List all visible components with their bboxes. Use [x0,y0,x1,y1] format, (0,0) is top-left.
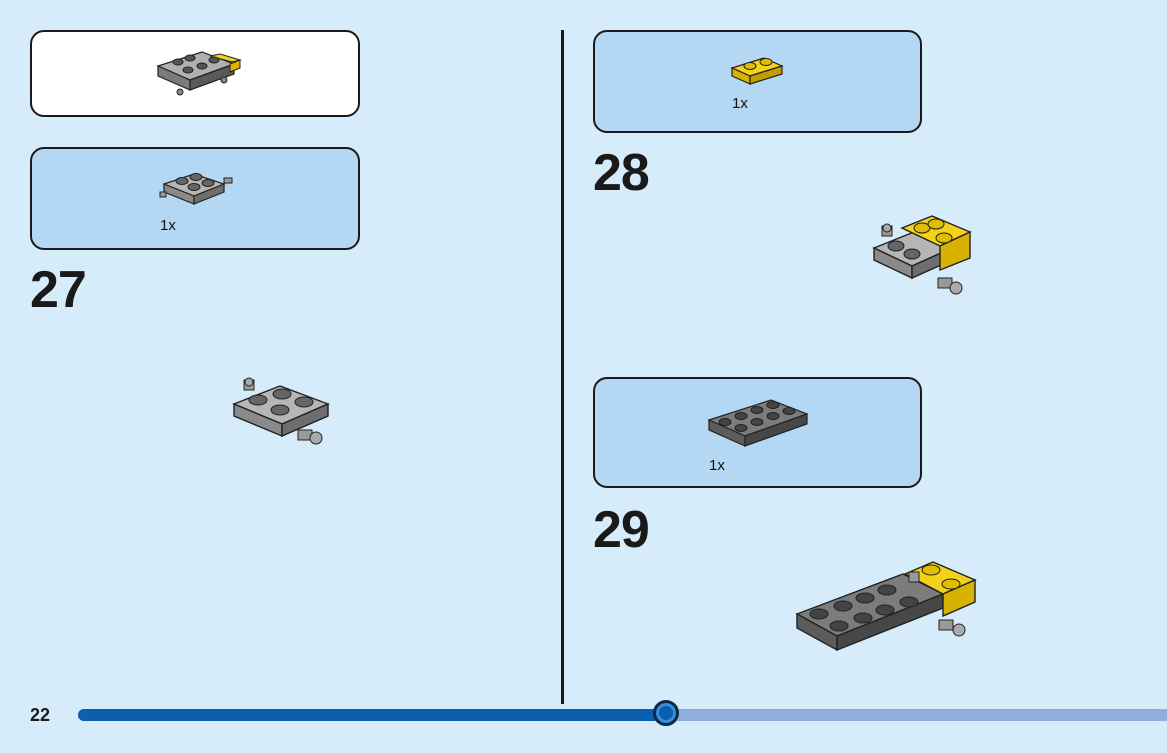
dark-gray-plate-2x4-icon [707,399,809,447]
yellow-plate-on-gray-holder-icon [872,215,972,295]
yellow-plate-1x2-icon [730,57,784,85]
parts-quantity-step-27: 1x [160,217,176,234]
gray-plate-2x2-wheel-holder-icon [159,173,233,205]
step-number-28: 28 [593,144,650,202]
progress-fill [78,709,666,721]
column-divider [561,30,564,704]
page-number: 22 [30,705,51,725]
parts-quantity-step-28: 1x [732,95,748,112]
step-number-27: 27 [30,261,87,319]
assembled-submodel-icon [156,51,242,96]
dark-gray-plate-assembly-icon [795,561,977,652]
parts-quantity-step-29: 1x [709,457,725,474]
progress-knob [653,700,679,726]
step-number-29: 29 [593,501,650,559]
gray-plate-with-wheel-holder-icon [232,377,330,445]
